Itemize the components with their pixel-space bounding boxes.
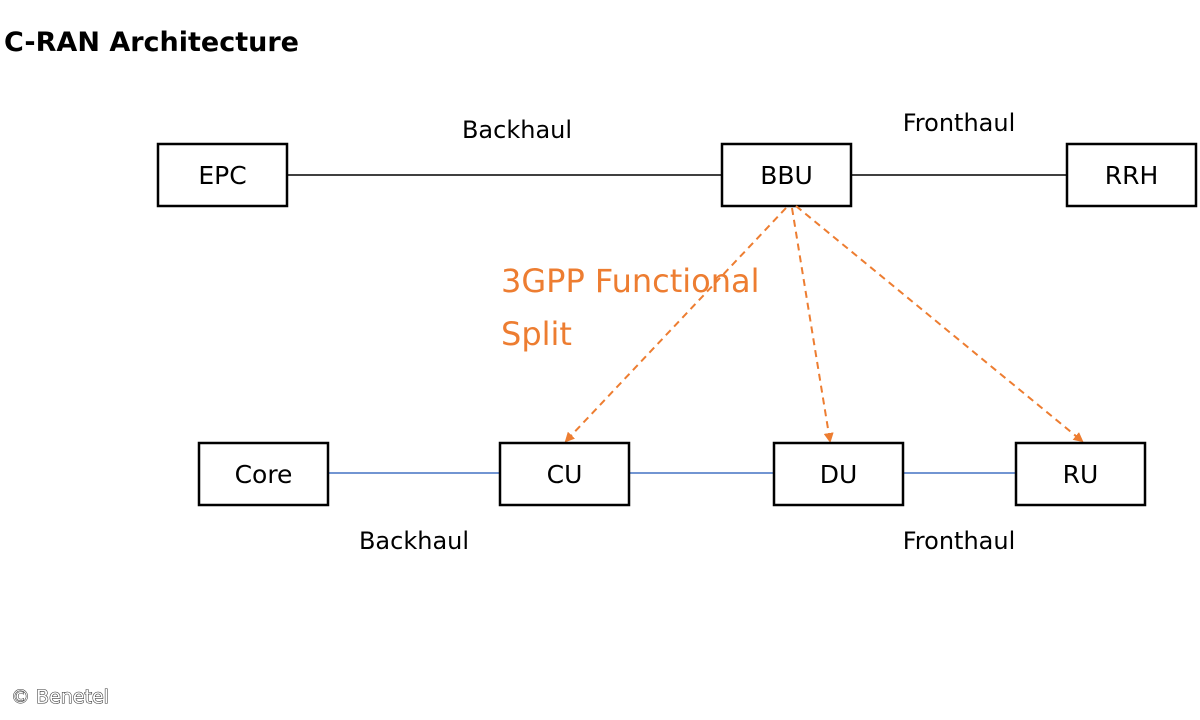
- node-ru: RU: [1014, 441, 1147, 507]
- node-du-label: DU: [820, 460, 858, 489]
- legacy-backhaul-label: Backhaul: [462, 116, 572, 144]
- copyright-notice: © Benetel: [11, 686, 109, 708]
- diagram-title: C-RAN Architecture: [4, 27, 299, 58]
- node-bbu-label: BBU: [760, 161, 813, 190]
- node-rrh-label: RRH: [1105, 161, 1159, 190]
- legacy-fronthaul-label: Fronthaul: [903, 109, 1016, 137]
- new-backhaul-label: Backhaul: [359, 527, 469, 555]
- split-label-line2: Split: [501, 315, 572, 353]
- new-fronthaul-label: Fronthaul: [903, 527, 1016, 555]
- node-ru-label: RU: [1063, 460, 1099, 489]
- node-du: DU: [772, 441, 905, 507]
- node-rrh: RRH: [1065, 142, 1198, 208]
- split-label-line1: 3GPP Functional: [501, 262, 760, 300]
- node-cu-label: CU: [547, 460, 583, 489]
- split-arrow-to-du: [791, 207, 834, 443]
- node-epc-label: EPC: [198, 161, 246, 190]
- node-core: Core: [197, 441, 330, 507]
- split-arrow-to-cu: [564, 207, 787, 443]
- node-cu: CU: [498, 441, 631, 507]
- node-bbu: BBU: [720, 142, 853, 208]
- split-arrow-to-ru: [795, 205, 1084, 443]
- node-epc: EPC: [156, 142, 289, 208]
- node-core-label: Core: [235, 460, 293, 489]
